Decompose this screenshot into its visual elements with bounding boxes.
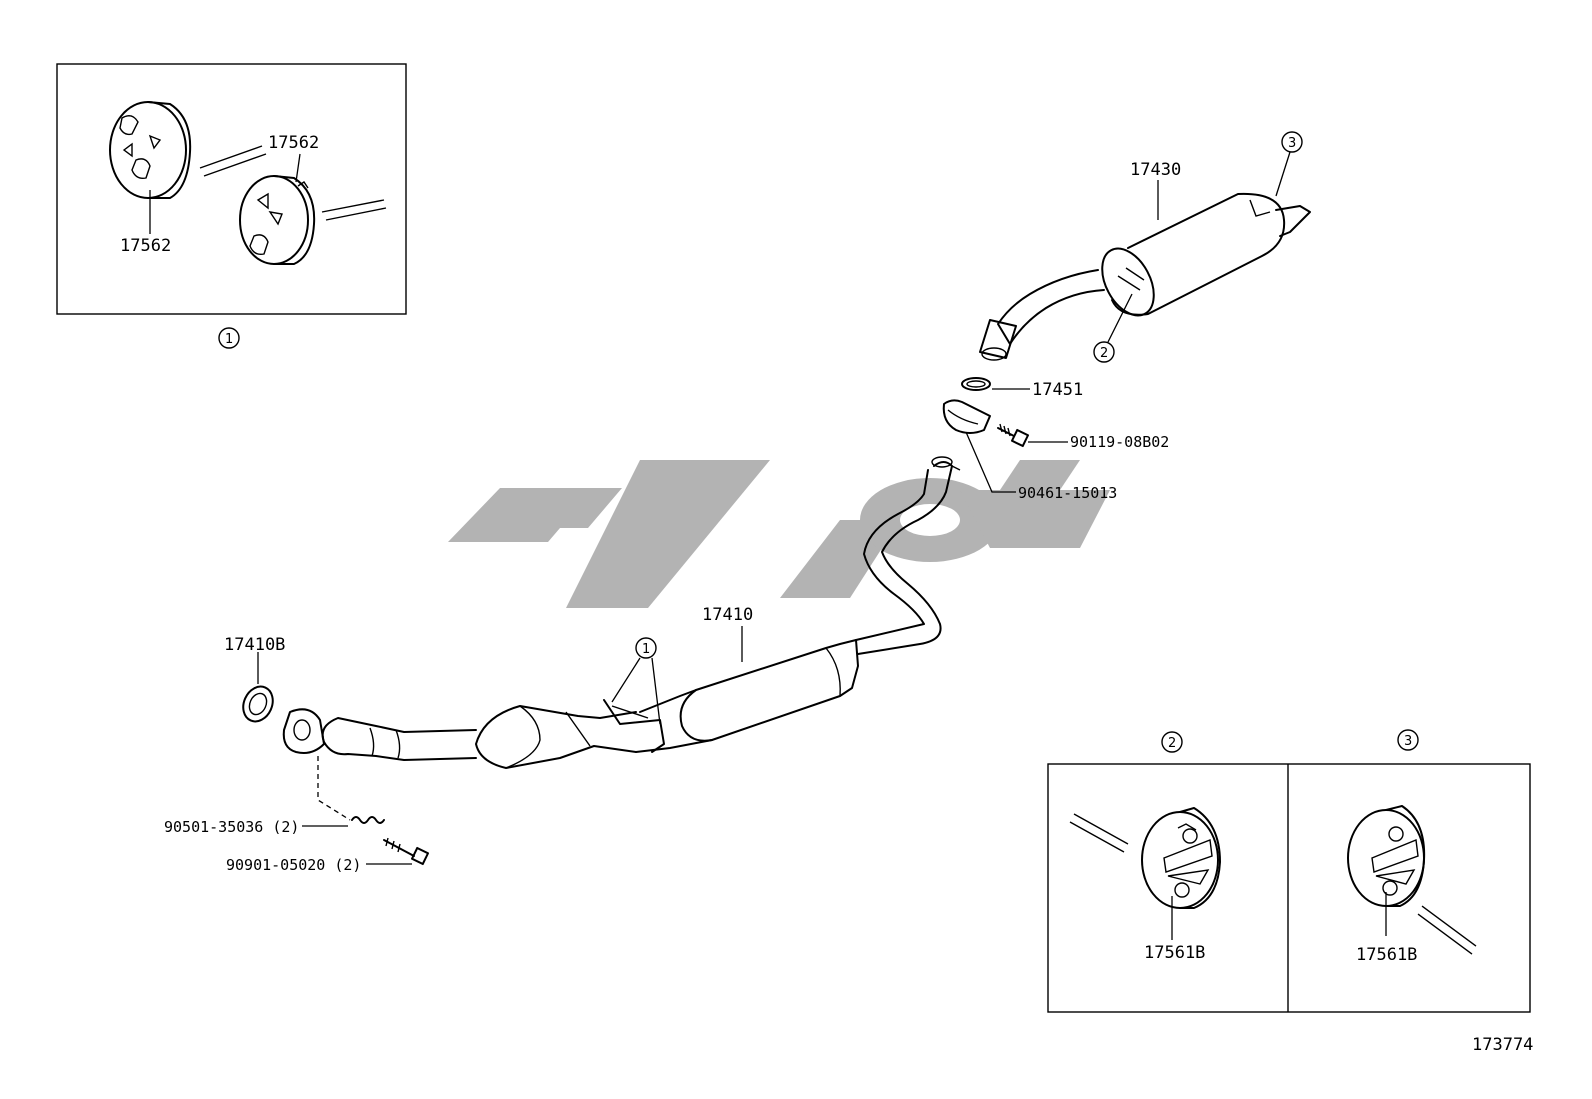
part-label-17562: 17562 — [268, 133, 319, 153]
callout-circle: 3 — [1275, 131, 1303, 197]
part-label-17430: 17430 — [1130, 160, 1181, 180]
callout-circle: 3 — [1397, 729, 1419, 751]
hanger-rubber-icon — [1069, 807, 1221, 909]
callout-circle: 2 — [1093, 293, 1133, 363]
callout-circle: 2 — [1161, 731, 1183, 753]
callout-circle: 1 — [218, 327, 240, 349]
part-label-17410: 17410 — [702, 605, 753, 625]
callout-number: 1 — [642, 642, 650, 657]
center-pipe — [282, 456, 961, 769]
mount-rubber-icon — [239, 175, 316, 265]
callout-number: 3 — [1404, 734, 1412, 749]
callout-number: 3 — [1288, 136, 1296, 151]
part-label-17562: 17562 — [120, 236, 171, 256]
tail-muffler — [979, 192, 1311, 361]
hanger-rubber-icon — [1347, 805, 1477, 955]
callout-number: 2 — [1100, 346, 1108, 361]
watermark-logo — [448, 460, 1110, 608]
inset-box-2-3 — [1047, 763, 1531, 1013]
callout-number: 2 — [1168, 736, 1176, 751]
spring-icon — [351, 816, 385, 824]
part-label-17451: 17451 — [1032, 380, 1083, 400]
part-label-90461-15013: 90461-15013 — [1018, 484, 1117, 502]
callout-number: 1 — [225, 332, 233, 347]
callout-circle: 1 — [611, 637, 661, 725]
part-label-90501-35036: 90501-35036 (2) — [164, 818, 299, 836]
mount-rubber-icon — [109, 101, 192, 199]
part-label-90901-05020: 90901-05020 (2) — [226, 856, 361, 874]
diagram-id: 173774 — [1472, 1035, 1533, 1055]
pipe-clamp — [942, 399, 991, 434]
inset-box-1: 17562 17562 — [56, 63, 407, 315]
front-gasket — [242, 685, 274, 723]
part-label-90119-08B02: 90119-08B02 — [1070, 433, 1169, 451]
stud-bolt-icon — [383, 837, 430, 866]
gasket-ring — [961, 377, 991, 391]
part-label-17410B: 17410B — [224, 635, 285, 655]
part-label-17561B: 17561B — [1356, 945, 1417, 965]
bolt-icon — [997, 423, 1030, 448]
part-label-17561B: 17561B — [1144, 943, 1205, 963]
